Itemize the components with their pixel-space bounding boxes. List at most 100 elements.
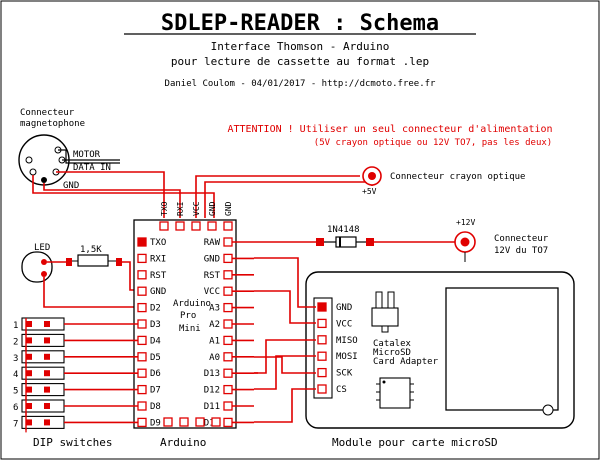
page-title: SDLEP-READER : Schema xyxy=(161,11,439,36)
arduino-top-pad xyxy=(159,221,169,231)
dip-number: 4 xyxy=(13,370,18,380)
arduino-left-pad xyxy=(137,352,147,362)
sd-pad xyxy=(317,367,327,378)
magneto-label-2: magnetophone xyxy=(20,119,85,129)
arduino-right-pad xyxy=(223,417,233,428)
arduino-left-pad xyxy=(137,335,147,346)
diode-label: 1N4148 xyxy=(327,225,360,235)
magneto-label-1: Connecteur xyxy=(20,108,75,118)
dip-switch-knob xyxy=(26,337,32,344)
resistor-pad-1 xyxy=(66,258,72,266)
sd-pad xyxy=(317,302,327,312)
arduino-right-pin-label: D13 xyxy=(204,369,220,379)
arduino-top-pad xyxy=(207,221,217,231)
arduino-left-pin-label: D2 xyxy=(150,304,161,314)
arduino-top-pad xyxy=(191,221,201,231)
arduino-caption: Arduino xyxy=(160,436,206,449)
arduino-right-pad xyxy=(223,237,233,247)
diode-pad xyxy=(316,238,324,246)
arduino-right-pin-label: RST xyxy=(204,271,221,281)
sd-name-3: Card Adapter xyxy=(373,357,439,367)
sd-pad xyxy=(317,351,327,361)
wire-gnd-sd-gnd xyxy=(254,257,316,308)
dip-number: 3 xyxy=(13,354,18,364)
arduino-left-pad xyxy=(137,319,147,329)
sd-pin-label: CS xyxy=(336,385,347,395)
sd-regulator-icon xyxy=(371,291,399,333)
diode-icon xyxy=(324,236,366,248)
arduino-left-pin-label: TXO xyxy=(150,238,166,248)
magneto-pin-gnd: GND xyxy=(63,181,79,191)
arduino-left-pin-label: D3 xyxy=(150,320,161,330)
pen-connector-icon xyxy=(362,166,382,186)
power-12v-connector-icon xyxy=(454,231,476,253)
sd-pad xyxy=(317,318,327,329)
sd-caption: Module pour carte microSD xyxy=(332,436,498,449)
arduino-left-pin-label: RST xyxy=(150,271,167,281)
arduino-right-pad xyxy=(223,335,233,346)
arduino-top-pin-label: RXI xyxy=(176,201,185,216)
arduino-right-pin-label: VCC xyxy=(204,287,220,297)
arduino-left-pin-label: D7 xyxy=(150,386,161,396)
sd-header xyxy=(313,297,333,399)
arduino-left-pad xyxy=(137,286,147,296)
arduino-left-pin-label: D4 xyxy=(150,336,161,346)
sd-pin-label: MOSI xyxy=(336,352,358,362)
arduino-bottom-pad xyxy=(163,417,173,427)
dip-switch-knob xyxy=(44,353,50,360)
arduino-left-pin-label: D9 xyxy=(150,418,161,428)
pen-voltage: +5V xyxy=(362,187,377,196)
arduino-right-pad xyxy=(223,319,233,329)
wire-data-in-txo xyxy=(56,171,165,218)
arduino-bottom-pad xyxy=(179,417,189,427)
power-12v-label-2: 12V du TO7 xyxy=(494,246,548,256)
sd-pin-label: SCK xyxy=(336,369,353,379)
dip-switch-knob xyxy=(44,386,50,393)
dip-switch-knob xyxy=(44,403,50,409)
arduino-left-pad xyxy=(137,368,147,378)
led-icon xyxy=(21,251,53,283)
magneto-pin-data-in: DATA IN xyxy=(73,163,111,173)
sd-name-2: MicroSD xyxy=(373,348,411,358)
arduino-top-pin-label: GND xyxy=(224,201,233,216)
power-12v-voltage: +12V xyxy=(456,218,475,227)
arduino-left-pad xyxy=(137,237,147,247)
author-line: Daniel Coulom - 04/01/2017 - http://dcmo… xyxy=(165,79,437,89)
arduino-bottom-pad xyxy=(211,417,221,427)
dip-switch-knob xyxy=(26,386,32,393)
dip-switch-knob xyxy=(26,403,32,409)
sd-card-slot xyxy=(445,287,559,411)
pen-connector-label: Connecteur crayon optique xyxy=(390,172,525,182)
wire-led-d2 xyxy=(43,277,138,308)
arduino-right-pin-label: A3 xyxy=(209,304,220,314)
dip-switch-knob xyxy=(44,419,50,426)
arduino-top-pin-label: TXO xyxy=(160,201,169,216)
wire-d11-mosi xyxy=(254,355,316,390)
arduino-bottom-pad xyxy=(195,417,205,427)
wire-magneto-gnd xyxy=(32,175,215,218)
power-12v-label-1: Connecteur xyxy=(494,234,549,244)
dip-switch-knob xyxy=(26,353,32,360)
arduino-right-pin-label: A0 xyxy=(209,353,220,363)
dip-number: 7 xyxy=(13,419,18,429)
arduino-name-1: Arduino xyxy=(173,299,211,309)
arduino-right-pad xyxy=(223,352,233,362)
arduino-right-pin-label: A2 xyxy=(209,320,220,330)
arduino-top-pin-label: GND xyxy=(208,201,217,216)
dip-switch-knob xyxy=(44,321,50,327)
sd-pin-label: MISO xyxy=(336,336,358,346)
arduino-top-pad xyxy=(175,221,185,231)
dip-switch-knob xyxy=(44,370,50,377)
sd-pin-label: GND xyxy=(336,303,352,313)
arduino-name-2: Pro xyxy=(180,311,196,321)
arduino-left-pad xyxy=(137,384,147,395)
resistor-label: 1,5K xyxy=(80,245,102,255)
dip-number: 6 xyxy=(13,403,18,413)
arduino-left-pin-label: D5 xyxy=(150,353,161,363)
